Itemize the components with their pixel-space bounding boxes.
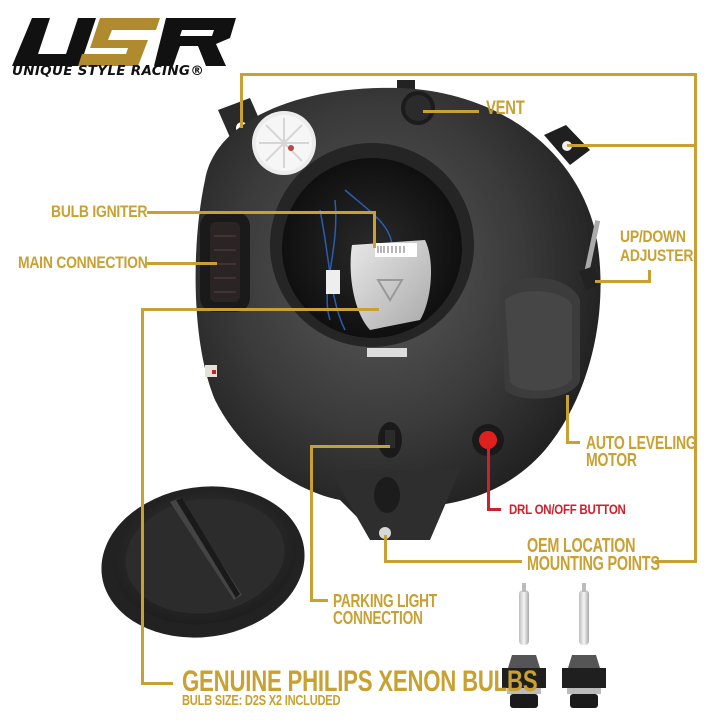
leader-line-bulb-igniter [147, 211, 375, 214]
callout-genuine-philips-bulbs: GENUINE PHILIPS XENON BULBS [182, 665, 538, 698]
callout-bulb-size: BULB SIZE: D2S x2 INCLUDED [182, 692, 341, 709]
leader-line-updown [595, 280, 650, 283]
leader-line-genuine-vertical [141, 308, 144, 684]
callout-main-connection: MAIN CONNECTION [18, 253, 148, 272]
callout-up-down-line1: UP/DOWN [620, 227, 686, 246]
leader-line-right-frame [694, 73, 697, 563]
leader-line-main-connection [147, 262, 217, 265]
callout-oem-line1: OEM LOCATION [527, 535, 636, 557]
callout-up-down-line2: ADJUSTER [620, 245, 694, 265]
callout-up-down-adjuster: UP/DOWN ADJUSTER [620, 227, 694, 265]
brand-tagline: UNIQUE STYLE RACING® [12, 63, 205, 79]
headlight-housing [195, 80, 601, 540]
callout-vent: VENT [486, 98, 525, 119]
callout-drl-button: DRL ON/OFF BUTTON [509, 501, 626, 517]
xenon-bulbs [502, 583, 606, 708]
dust-cap [101, 486, 305, 638]
leader-line-bulb-igniter-drop [373, 211, 376, 248]
callout-auto-leveling-line2: MOTOR [586, 450, 637, 471]
callout-oem-line2: MOUNTING POINTS [527, 553, 660, 575]
leader-line-genuine-top [141, 308, 379, 311]
leader-line-updown-vertical [648, 270, 651, 283]
leader-line-top-left-tab [240, 73, 243, 128]
callout-bulb-igniter: BULB IGNITER [51, 202, 148, 221]
leader-line-right-tab [567, 144, 696, 147]
leader-line-vent [423, 110, 479, 113]
callout-parking-line1: PARKING LIGHT [333, 591, 437, 611]
leader-line-oem-vertical [384, 535, 387, 562]
leader-line-parking-vertical [310, 445, 313, 601]
callout-parking-line2: CONNECTION [333, 608, 423, 629]
leader-line-auto-leveling-vertical [566, 395, 569, 443]
callout-oem-mounting-points: OEM LOCATION MOUNTING POINTS [527, 535, 660, 575]
leader-line-auto-leveling [566, 441, 580, 444]
callout-auto-leveling-line1: AUTO LEVELING [586, 433, 697, 453]
leader-line-genuine-bottom [141, 682, 173, 685]
callout-auto-leveling-motor: AUTO LEVELING MOTOR [586, 433, 697, 471]
leader-line-oem-right [655, 560, 697, 563]
usr-logo [12, 18, 236, 66]
callout-parking-light-connection: PARKING LIGHT CONNECTION [333, 591, 437, 629]
leader-line-top [240, 73, 696, 76]
leader-line-drl [487, 508, 501, 511]
leader-line-parking-bottom [310, 599, 328, 602]
leader-line-drl-vertical [487, 445, 490, 511]
leader-line-parking-top [310, 445, 390, 448]
leader-line-oem-left [384, 560, 522, 563]
